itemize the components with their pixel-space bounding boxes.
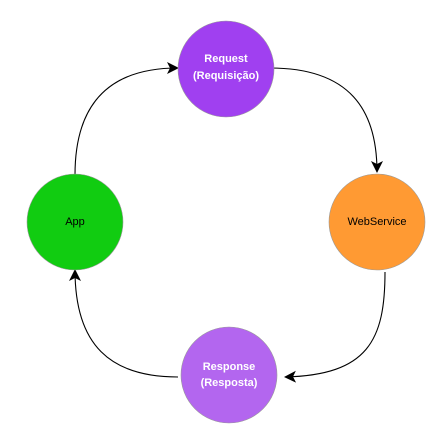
edge-response-to-app bbox=[69, 269, 179, 378]
response-circle bbox=[180, 326, 278, 424]
response-sublabel: (Resposta) bbox=[201, 377, 258, 389]
edge-request-to-webservice bbox=[269, 67, 383, 173]
webservice-circle bbox=[328, 173, 426, 271]
app-label: App bbox=[65, 216, 85, 228]
request-sublabel: (Requisição) bbox=[193, 70, 259, 82]
node-request: Request (Requisição) bbox=[177, 20, 275, 118]
webservice-label: WebService bbox=[347, 216, 406, 228]
node-app: App bbox=[26, 173, 124, 271]
response-label: Response bbox=[203, 361, 256, 373]
node-response: Response (Resposta) bbox=[180, 326, 278, 424]
edge-webservice-to-response bbox=[284, 271, 386, 383]
node-webservice: WebService bbox=[328, 173, 426, 271]
edge-app-to-request bbox=[74, 62, 179, 176]
request-label: Request bbox=[204, 53, 248, 65]
app-circle bbox=[26, 173, 124, 271]
request-circle bbox=[177, 20, 275, 118]
